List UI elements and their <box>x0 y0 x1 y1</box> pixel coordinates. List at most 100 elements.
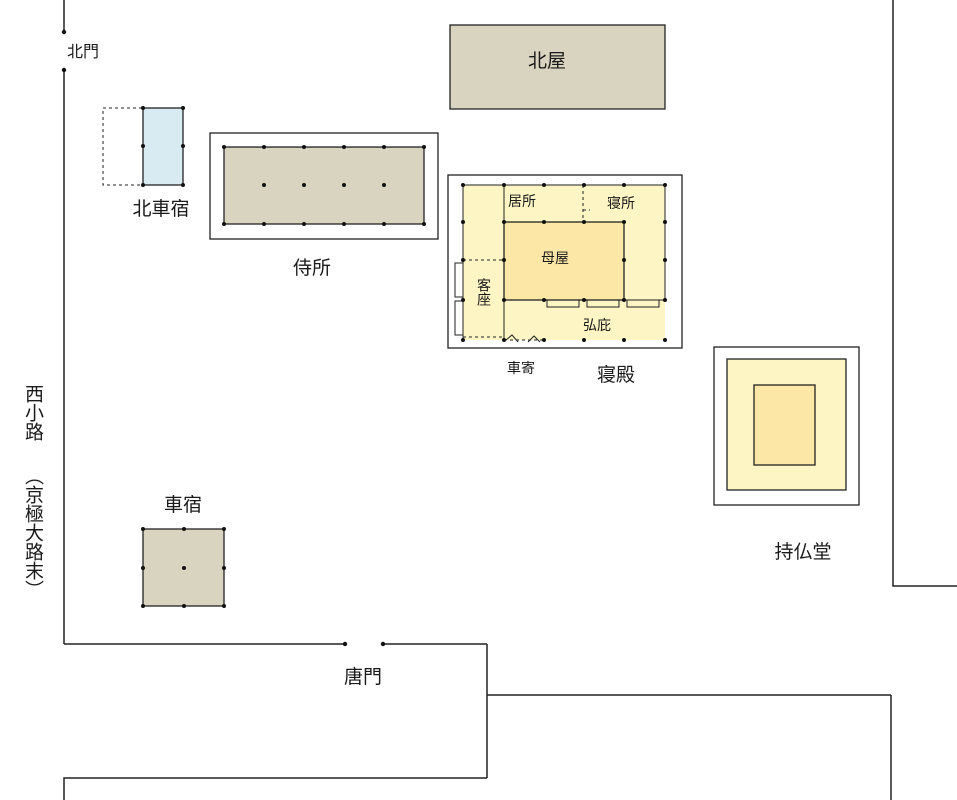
label-samurai-office: 侍所 <box>293 257 331 279</box>
building-posts <box>141 106 667 608</box>
post-dot <box>582 338 586 342</box>
post-dot <box>461 298 465 302</box>
label-shinden: 寝殿 <box>597 364 635 386</box>
post-dot <box>222 145 226 149</box>
post-dot <box>262 222 266 226</box>
karamon-post-east <box>380 641 386 647</box>
lower-wall <box>63 777 487 800</box>
post-dot <box>461 183 465 187</box>
post-dot <box>342 183 346 187</box>
post-dot <box>141 527 145 531</box>
labels: 北門 北屋 北車宿 侍所 居所 寝所 母屋 客座 弘庇 車寄 寝殿 持仏堂 車宿… <box>22 42 832 688</box>
post-dot <box>302 183 306 187</box>
post-dot <box>502 258 506 262</box>
post-dot <box>663 258 667 262</box>
post-dot <box>502 183 506 187</box>
shinden-complex <box>447 174 683 349</box>
post-dot <box>222 222 226 226</box>
main-hall-moya <box>503 221 625 301</box>
label-chapel: 持仏堂 <box>774 541 831 563</box>
post-dot <box>422 145 426 149</box>
north-gate-post-top <box>61 29 67 35</box>
label-carriage-house: 車宿 <box>164 494 202 516</box>
post-dot <box>222 604 226 608</box>
post-dot <box>141 604 145 608</box>
label-karamon: 唐門 <box>344 666 382 688</box>
label-hiroen: 弘庇 <box>583 318 611 334</box>
post-dot <box>422 222 426 226</box>
post-dot <box>141 183 145 187</box>
hiroen-step-1 <box>546 299 580 308</box>
post-dot <box>622 298 626 302</box>
post-dot <box>663 183 667 187</box>
post-dot <box>141 106 145 110</box>
post-dot <box>182 527 186 531</box>
post-dot <box>542 220 546 224</box>
post-dot <box>582 220 586 224</box>
chapel-inner-sanctum <box>753 384 816 466</box>
post-dot <box>382 222 386 226</box>
estate-walls <box>61 0 957 800</box>
post-dot <box>302 145 306 149</box>
post-dot <box>222 566 226 570</box>
karamon-post-west <box>342 641 348 647</box>
post-dot <box>542 183 546 187</box>
hiroen-step-3 <box>626 299 660 308</box>
post-dot <box>542 338 546 342</box>
label-west-road: 西小路 <box>22 384 44 441</box>
post-dot <box>382 145 386 149</box>
post-dot <box>622 220 626 224</box>
post-dot <box>582 298 586 302</box>
post-dot <box>542 298 546 302</box>
post-dot <box>302 222 306 226</box>
post-dot <box>622 338 626 342</box>
post-dot <box>181 183 185 187</box>
hiroen-step-2 <box>586 299 620 308</box>
guest-seat-step-bottom <box>454 300 464 336</box>
post-dot <box>622 258 626 262</box>
post-dot <box>502 338 506 342</box>
post-dot <box>663 298 667 302</box>
guest-seat-step-top <box>454 262 464 298</box>
label-living-room: 居所 <box>508 194 536 210</box>
label-west-road-sub: （京極大路末） <box>22 466 44 599</box>
post-dot <box>182 566 186 570</box>
post-dot <box>622 183 626 187</box>
label-bedroom: 寝所 <box>607 195 635 212</box>
post-dot <box>342 222 346 226</box>
post-dot <box>461 338 465 342</box>
post-dot <box>502 298 506 302</box>
post-dot <box>461 258 465 262</box>
post-dot <box>262 183 266 187</box>
post-dot <box>141 566 145 570</box>
north-house <box>449 24 666 110</box>
carriage-porch-mark <box>505 334 541 343</box>
north-carriage-room <box>142 107 184 186</box>
samurai-office <box>209 132 439 240</box>
post-dot <box>461 220 465 224</box>
east-wall <box>892 0 957 587</box>
label-guest-seat: 客座 <box>475 277 491 307</box>
post-dot <box>181 106 185 110</box>
label-north-carriage: 北車宿 <box>132 198 189 220</box>
post-dot <box>181 144 185 148</box>
post-dot <box>663 220 667 224</box>
north-carriage-outline <box>102 107 144 186</box>
post-dot <box>663 338 667 342</box>
post-dot <box>382 183 386 187</box>
label-north-house: 北屋 <box>528 50 566 72</box>
post-dot <box>582 183 586 187</box>
samurai-office-room <box>223 146 425 225</box>
chapel <box>713 346 860 506</box>
post-dot <box>342 145 346 149</box>
post-dot <box>141 144 145 148</box>
post-dot <box>182 604 186 608</box>
label-north-gate: 北門 <box>67 42 99 61</box>
north-gate-post-bottom <box>61 67 67 73</box>
post-dot <box>222 527 226 531</box>
post-dot <box>502 220 506 224</box>
label-carriage-porch: 車寄 <box>507 360 535 377</box>
post-dot <box>262 145 266 149</box>
label-main-hall: 母屋 <box>541 251 569 267</box>
